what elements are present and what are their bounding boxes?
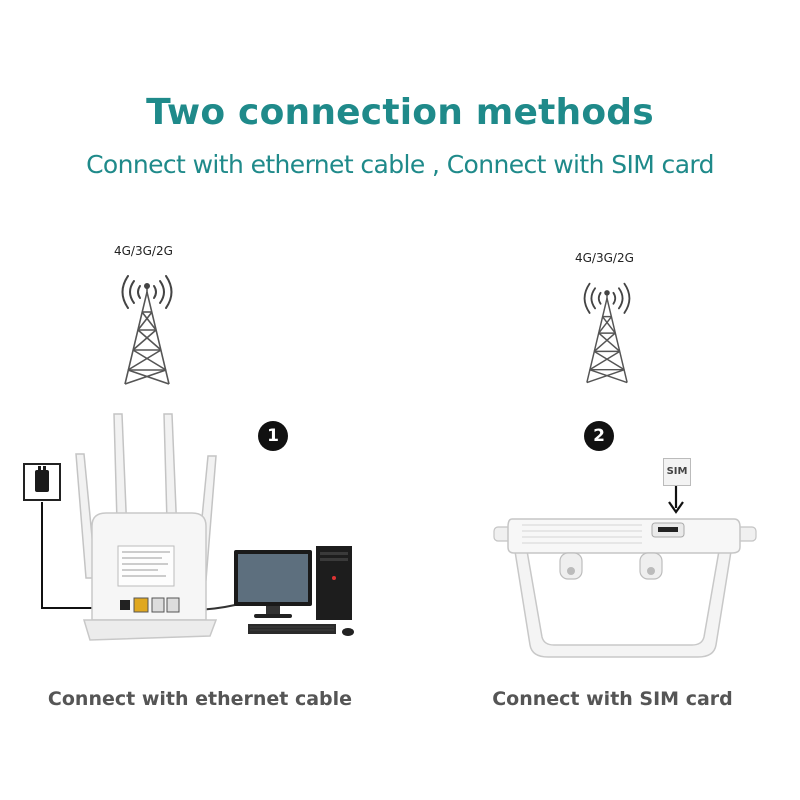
caption-method-2: Connect with SIM card (492, 688, 733, 710)
power-socket-icon (23, 463, 61, 501)
page-subtitle: Connect with ethernet cable , Connect wi… (86, 150, 714, 179)
step-number-2: 2 (584, 421, 614, 451)
router-icon (493, 518, 757, 658)
page-title: Two connection methods (146, 92, 654, 133)
caption-method-1: Connect with ethernet cable (47, 688, 353, 710)
router-icon (75, 413, 218, 641)
arrow-down-icon (668, 486, 684, 514)
sim-card-icon: SIM (663, 458, 691, 486)
computer-icon (234, 546, 354, 636)
step-number-1: 1 (258, 421, 288, 451)
cell-tower-icon (583, 282, 631, 384)
band-label-1: 4G/3G/2G (114, 244, 173, 258)
cell-tower-icon (121, 275, 173, 385)
band-label-2: 4G/3G/2G (575, 251, 634, 265)
